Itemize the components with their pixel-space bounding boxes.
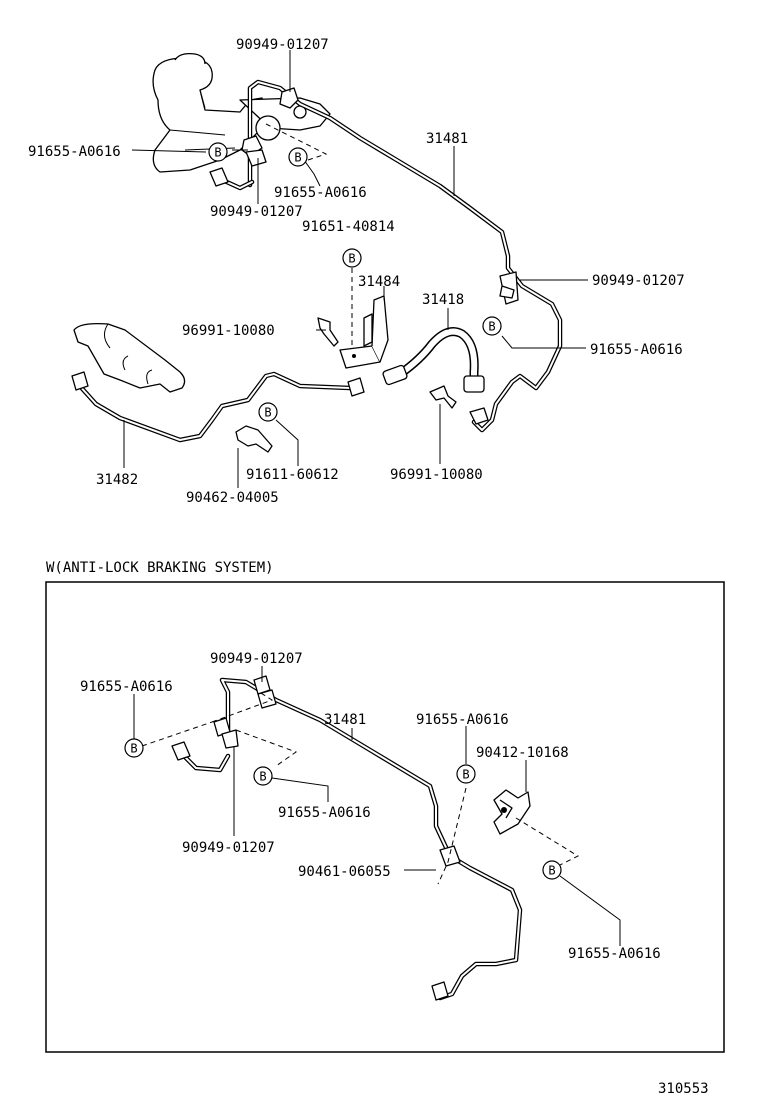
clip-96991-left xyxy=(317,317,339,347)
bracket-31484 xyxy=(339,295,389,369)
part-label: 91655-A0616 xyxy=(278,805,371,821)
bolt-marker: B xyxy=(124,738,144,758)
leader-lines-top xyxy=(123,50,588,488)
svg-text:B: B xyxy=(348,252,355,266)
bolt-marker: B xyxy=(542,860,562,880)
part-label: 91655-A0616 xyxy=(274,185,367,201)
catalog-number: 310553 xyxy=(658,1081,709,1097)
bracket-90412 xyxy=(493,789,531,835)
svg-text:B: B xyxy=(214,146,221,160)
part-label: 90461-06055 xyxy=(298,864,391,880)
part-label: 90949-01207 xyxy=(236,37,329,53)
part-label: 91655-A0616 xyxy=(416,712,509,728)
bolt-marker: B xyxy=(456,764,476,784)
part-label: 91655-A0616 xyxy=(80,679,173,695)
part-label: 96991-10080 xyxy=(390,467,483,483)
part-label: 90462-04005 xyxy=(186,490,279,506)
svg-text:B: B xyxy=(264,406,271,420)
bolt-marker: B xyxy=(288,147,308,167)
part-label: 90949-01207 xyxy=(182,840,275,856)
brake-tube-31482 xyxy=(71,322,365,443)
part-label: 91655-A0616 xyxy=(590,342,683,358)
abs-brake-tube xyxy=(171,677,523,1001)
part-label: 91651-40814 xyxy=(302,219,395,235)
bolt-marker: B xyxy=(342,248,362,268)
part-label: 96991-10080 xyxy=(182,323,275,339)
bolt-marker: B xyxy=(253,766,273,786)
part-label: 31418 xyxy=(422,292,464,308)
part-label: 31484 xyxy=(358,274,400,290)
clip-96991-right xyxy=(429,385,457,409)
part-label: 90412-10168 xyxy=(476,745,569,761)
part-label: 91655-A0616 xyxy=(28,144,121,160)
abs-section-frame xyxy=(45,581,725,1053)
brake-tube-31481 xyxy=(209,79,563,433)
part-label: 90949-01207 xyxy=(592,273,685,289)
part-label: 91655-A0616 xyxy=(568,946,661,962)
flexible-hose-31418 xyxy=(382,327,485,393)
part-label: 31481 xyxy=(426,131,468,147)
part-label: 31481 xyxy=(324,712,366,728)
part-label: 90949-01207 xyxy=(210,204,303,220)
tube-clip-upper xyxy=(241,87,519,305)
leader-lines-abs xyxy=(133,666,621,946)
bolt-marker: B xyxy=(482,316,502,336)
part-label: 31482 xyxy=(96,472,138,488)
bolt-marker: B xyxy=(208,142,228,162)
abs-tube-clips xyxy=(213,675,461,867)
svg-text:B: B xyxy=(548,864,555,878)
bolt-marker: B xyxy=(258,402,278,422)
part-label: 90949-01207 xyxy=(210,651,303,667)
svg-text:B: B xyxy=(294,151,301,165)
part-label: 91611-60612 xyxy=(246,467,339,483)
section-title: W(ANTI-LOCK BRAKING SYSTEM) xyxy=(46,560,274,576)
svg-text:B: B xyxy=(259,770,266,784)
svg-text:B: B xyxy=(462,768,469,782)
svg-text:B: B xyxy=(488,320,495,334)
clip-90462 xyxy=(235,425,273,453)
svg-text:B: B xyxy=(130,742,137,756)
